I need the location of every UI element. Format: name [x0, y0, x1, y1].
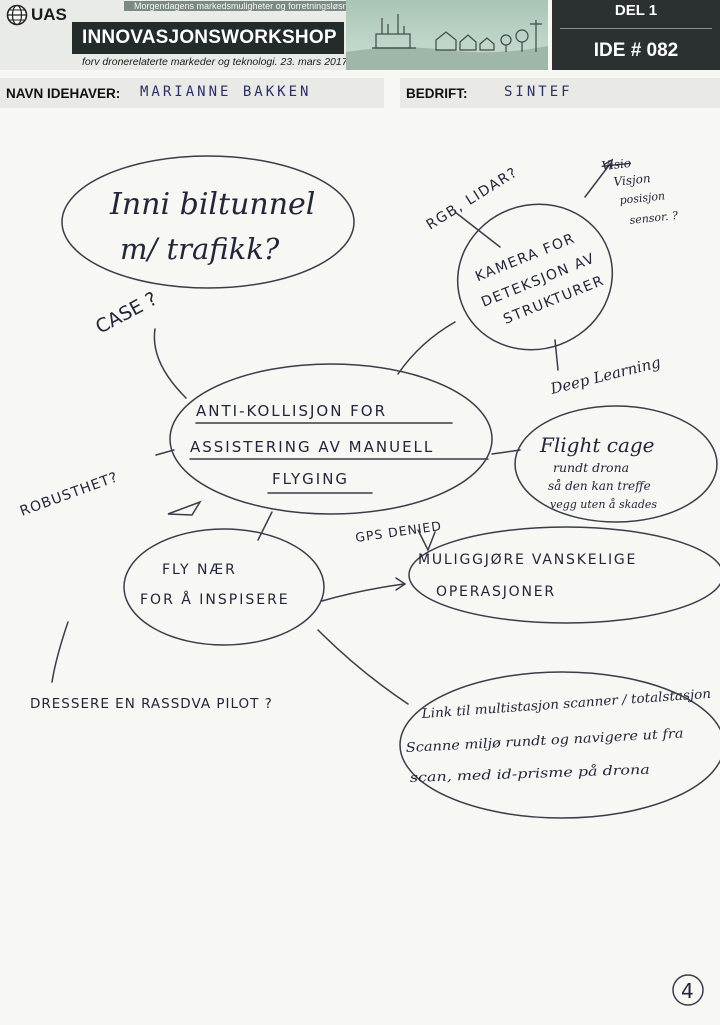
flight-cage-line-4: vegg uten å skades: [550, 498, 657, 511]
link-line-1: Link til multistasjon scanner / totalsta…: [420, 687, 711, 722]
muliggjore-line-2: OPERASJONER: [436, 584, 556, 600]
central-bubble: [169, 363, 493, 515]
divider: [560, 28, 712, 29]
deep-learning-label: Deep Learning: [548, 353, 663, 398]
owner-field: NAVN IDEHAVER: MARIANNE BAKKEN: [0, 78, 384, 108]
fly-naer-connector: [257, 511, 273, 541]
flight-cage-bubble: [514, 405, 718, 523]
flight-cage-line-2: rundt drona: [553, 460, 629, 475]
company-value: SINTEF: [504, 84, 573, 100]
page-number-circle: [672, 974, 704, 1006]
fly-naer-line-2: FOR Å INSPISERE: [140, 591, 290, 608]
flight-cage-line-1: Flight cage: [539, 433, 655, 457]
flight-cage-line-3: så den kan treffe: [548, 478, 651, 493]
link-bubble: [399, 671, 720, 819]
link-line-3: scan, med id-prisme på drona: [410, 762, 650, 786]
owner-label: NAVN IDEHAVER:: [6, 86, 121, 101]
dressere-connector: [51, 621, 69, 683]
robusthet-label: ROBUSTHET?: [18, 469, 121, 519]
vision-line-3: sensor. ?: [629, 209, 679, 227]
fly-naer-line-1: FLY NÆR: [162, 562, 237, 578]
central-line-1: ANTI-KOLLISJON FOR: [196, 402, 387, 420]
fly-naer-arrowhead: [167, 500, 202, 516]
idea-id-box: DEL 1 IDE # 082: [552, 0, 720, 70]
header-banner: UAS Morgendagens markedsmuligheter og fo…: [0, 0, 548, 70]
camera-bubble: [456, 203, 614, 351]
central-line-2: ASSISTERING AV MANUELL: [190, 438, 434, 456]
central-line-3: FLYGING: [272, 470, 349, 488]
vision-connector: [584, 163, 611, 198]
title-bar: INNOVASJONSWORKSHOP: [72, 22, 344, 54]
case-connector: [153, 328, 187, 399]
owner-value: MARIANNE BAKKEN: [140, 84, 312, 100]
fly-naer-bubble: [123, 528, 325, 646]
tunnel-line-1: Inni biltunnel: [109, 187, 315, 222]
workshop-title: INNOVASJONSWORKSHOP: [82, 27, 337, 48]
camera-connector: [397, 321, 456, 375]
globe-icon: [6, 4, 28, 26]
gps-denied-label: GPS DENIED: [354, 518, 442, 545]
case-label: CASE ?: [92, 288, 161, 339]
tunnel-line-2: m/ trafikk?: [120, 232, 280, 266]
logo-text: UAS: [31, 5, 67, 24]
rgb-connector: [454, 211, 501, 248]
workshop-subtitle: forv dronerelaterte markeder og teknolog…: [82, 56, 348, 68]
muliggjore-connector: [321, 583, 405, 602]
vision-line-1: Visjon: [613, 171, 651, 189]
gps-arrow: [417, 529, 436, 552]
deep-learning-connector: [554, 339, 559, 371]
uas-logo: UAS: [6, 4, 67, 26]
muliggjore-arrowhead: [395, 577, 407, 591]
rgb-lidar-label: RGB, LIDAR?: [424, 164, 521, 233]
banner-illustration: [346, 0, 548, 70]
muliggjore-line-1: MULIGGJØRE VANSKELIGE: [418, 552, 637, 568]
page-number: 4: [681, 979, 694, 1003]
vision-struck: Visio: [601, 156, 632, 173]
idea-number: IDE # 082: [593, 40, 679, 61]
link-connector: [317, 629, 409, 705]
vision-line-2: posisjon: [619, 189, 666, 207]
company-field: BEDRIFT: SINTEF: [400, 78, 720, 108]
robusthet-connector: [155, 449, 175, 456]
vision-arrowhead: [604, 158, 614, 170]
dressere-label: DRESSERE EN RASSDVA PILOT ?: [30, 696, 273, 712]
mind-map: Inni biltunnel m/ trafikk? CASE ? KAMERA…: [18, 155, 720, 1006]
flight-cage-connector: [491, 449, 521, 455]
link-line-2: Scanne miljø rundt og navigere ut fra: [405, 726, 683, 756]
tunnel-bubble: [61, 155, 355, 289]
landscape-illustration: [346, 14, 548, 70]
tagline: Morgendagens markedsmuligheter og forret…: [124, 1, 378, 11]
muliggjore-bubble: [408, 526, 720, 624]
company-label: BEDRIFT:: [406, 86, 468, 101]
part-label: DEL 1: [614, 2, 658, 19]
